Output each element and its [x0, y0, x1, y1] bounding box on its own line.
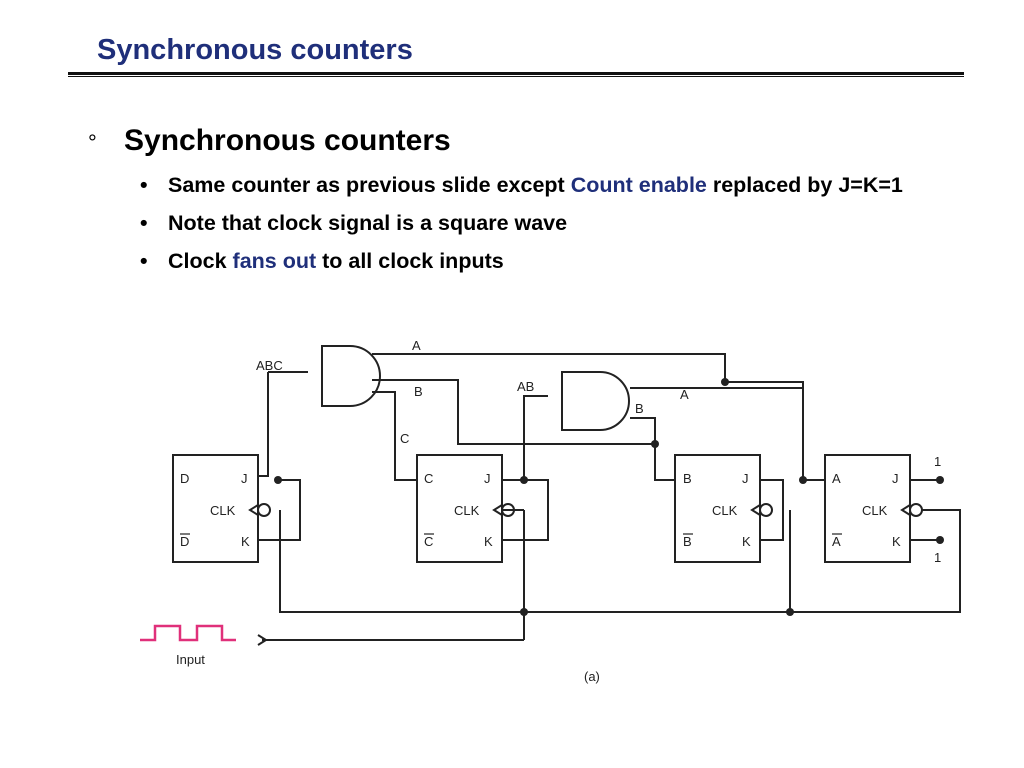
clock-bubble-d: [257, 503, 271, 517]
const-one-k: 1: [934, 550, 941, 565]
wire-label-b: B: [414, 384, 423, 399]
figure-caption: (a): [584, 669, 600, 684]
ff-d-clk: CLK: [210, 503, 236, 518]
count-enable-highlight: Count enable: [570, 173, 707, 197]
ff-c-k: K: [484, 534, 493, 549]
wire-label-a-gate: A: [680, 387, 689, 402]
bullet-mark: °: [88, 130, 97, 155]
sub-bullet-2-text: Note that clock signal is a square wave: [168, 211, 568, 235]
ff-b-q: B: [683, 471, 692, 486]
gate-label-abc: ABC: [256, 358, 283, 373]
ff-d-qbar: D: [180, 534, 189, 549]
ff-a-q: A: [832, 471, 841, 486]
sub-bullet-3-text: Clock: [168, 249, 233, 273]
ff-a-j: J: [892, 471, 899, 486]
ff-b-k: K: [742, 534, 751, 549]
ff-b-clk: CLK: [712, 503, 738, 518]
ff-c-j: J: [484, 471, 491, 486]
ff-d-j: J: [241, 471, 248, 486]
ff-b-j: J: [742, 471, 749, 486]
ff-a-clk: CLK: [862, 503, 888, 518]
sub-bullet-1: • Same counter as previous slide except …: [140, 172, 940, 198]
and-gate-abc: [321, 345, 381, 407]
wire-label-a-top: A: [412, 338, 421, 353]
slide-title: Synchronous counters: [97, 34, 413, 66]
ff-c-clk: CLK: [454, 503, 480, 518]
sub-bullet-list: • Same counter as previous slide except …: [140, 172, 940, 286]
main-bullet-text: Synchronous counters: [124, 124, 451, 157]
ff-d-q: D: [180, 471, 189, 486]
ff-a-qbar: A: [832, 534, 841, 549]
sub-bullet-3: • Clock fans out to all clock inputs: [140, 248, 940, 274]
main-bullet: ° Synchronous counters: [88, 124, 451, 158]
ff-c-q: C: [424, 471, 433, 486]
fans-out-highlight: fans out: [232, 249, 317, 273]
wire-label-b-gate: B: [635, 401, 644, 416]
and-gate-ab: [561, 371, 630, 431]
clock-bubble-b: [759, 503, 773, 517]
ff-a-k: K: [892, 534, 901, 549]
wire-label-c: C: [400, 431, 409, 446]
title-divider: [68, 72, 964, 77]
sub-bullet-3-text-end: to all clock inputs: [316, 249, 504, 273]
gate-label-ab: AB: [517, 379, 534, 394]
bullet-dot: •: [140, 249, 148, 273]
clock-bubble-a: [909, 503, 923, 517]
sub-bullet-1-text-end: replaced by J=K=1: [706, 173, 903, 197]
bullet-dot: •: [140, 173, 148, 197]
ff-c-qbar: C: [424, 534, 433, 549]
input-square-wave: [140, 624, 236, 642]
ff-b-qbar: B: [683, 534, 692, 549]
sub-bullet-2: • Note that clock signal is a square wav…: [140, 210, 940, 236]
sub-bullet-1-text: Same counter as previous slide except: [168, 173, 571, 197]
input-label: Input: [176, 652, 205, 667]
bullet-dot: •: [140, 211, 148, 235]
const-one-j: 1: [934, 454, 941, 469]
ff-d-k: K: [241, 534, 250, 549]
